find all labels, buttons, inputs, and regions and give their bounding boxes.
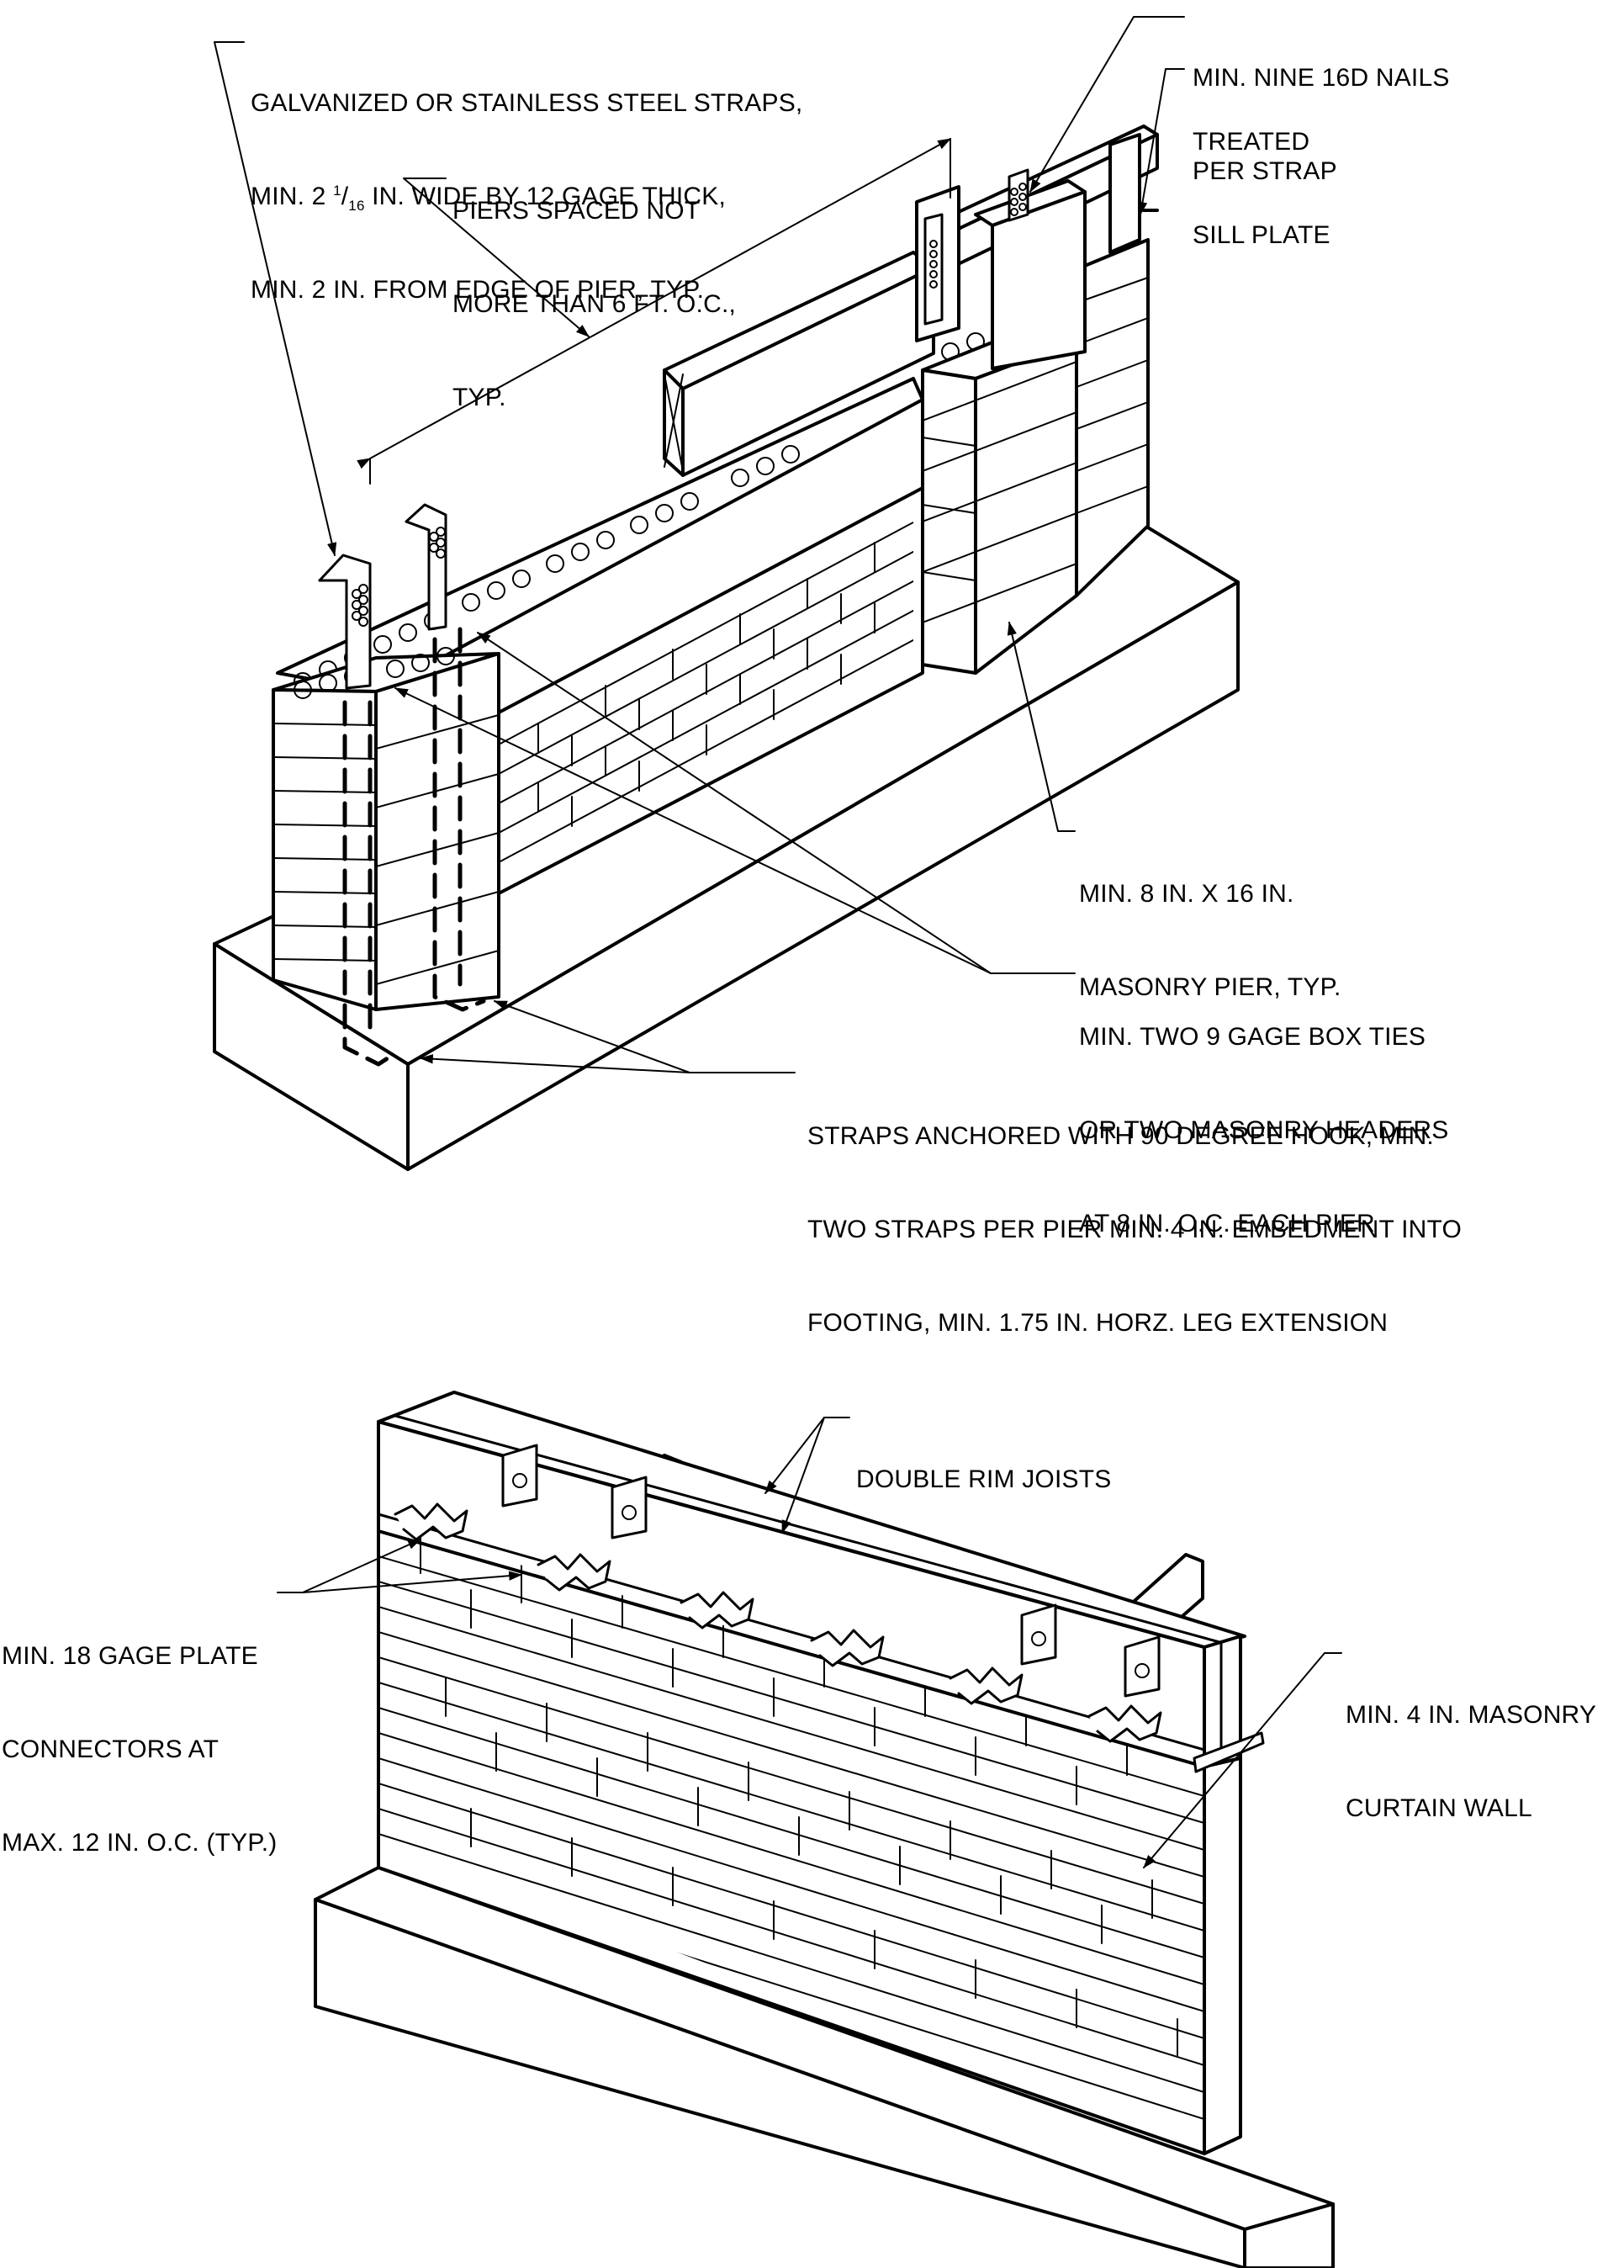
plate-connectors xyxy=(394,1502,1162,1743)
label-curtain-wall: MIN. 4 IN. MASONRY CURTAIN WALL xyxy=(1346,1637,1596,1855)
label-piers-spaced-line2: MORE THAN 6 FT. O.C., xyxy=(452,290,737,318)
label-box-ties-line3: AT 8 IN. O.C. EACH PIER xyxy=(1079,1210,1375,1237)
label-steel-straps-line3: MIN. 2 IN. FROM EDGE OF PIER, TYP. xyxy=(251,276,705,304)
steel-strap-right xyxy=(405,503,447,631)
label-sill-plate-line2: SILL PLATE xyxy=(1193,221,1330,249)
label-pier-size-line1: MIN. 8 IN. X 16 IN. xyxy=(1079,880,1294,908)
masonry-pier-left xyxy=(272,647,500,1011)
steel-strap-left xyxy=(318,554,372,690)
label-curtain-wall-line2: CURTAIN WALL xyxy=(1346,1794,1532,1822)
label-strap-hook-line3: FOOTING, MIN. 1.75 IN. HORZ. LEG EXTENSI… xyxy=(807,1309,1389,1337)
label-plate-connectors: MIN. 18 GAGE PLATE CONNECTORS AT MAX. 12… xyxy=(2,1578,277,1889)
bottom-leaders xyxy=(277,1417,1342,1868)
label-piers-spaced: PIERS SPACED NOT MORE THAN 6 FT. O.C., T… xyxy=(452,133,736,444)
embedded-strap-hidden-lines xyxy=(342,627,486,1067)
label-strap-hook-line2: TWO STRAPS PER PIER MIN. 4 IN. EMBEDMENT… xyxy=(807,1216,1462,1243)
masonry-curtain-wall xyxy=(377,1420,1242,2155)
rim-joist-brackets xyxy=(501,1444,1161,1698)
label-steel-straps-line2: MIN. 2 1/16 IN. WIDE BY 12 GAGE THICK, xyxy=(251,181,802,214)
label-sill-plate-line1: TREATED xyxy=(1193,128,1310,156)
strap-width-denominator: 16 xyxy=(348,198,365,214)
label-pier-size-line2: MASONRY PIER, TYP. xyxy=(1079,973,1341,1001)
label-plate-connectors-line1: MIN. 18 GAGE PLATE xyxy=(2,1642,258,1670)
label-curtain-wall-line1: MIN. 4 IN. MASONRY xyxy=(1346,1701,1597,1729)
strap-width-slash: / xyxy=(341,183,349,210)
label-strap-hook: STRAPS ANCHORED WITH 90 DEGREE HOOK, MIN… xyxy=(807,1058,1462,1370)
label-plate-connectors-line3: MAX. 12 IN. O.C. (TYP.) xyxy=(2,1829,278,1857)
label-nails: MIN. NINE 16D NAILS PER STRAP xyxy=(1193,0,1450,218)
curtain-wall-footing xyxy=(314,1866,1335,2268)
label-strap-hook-line1: STRAPS ANCHORED WITH 90 DEGREE HOOK, MIN… xyxy=(807,1122,1434,1150)
label-box-ties-line2: OR TWO MASONRY HEADERS xyxy=(1079,1116,1449,1144)
strap-width-numerator: 1 xyxy=(333,183,341,199)
double-rim-joists xyxy=(377,1391,1265,1773)
label-nails-line2: PER STRAP xyxy=(1193,157,1337,185)
top-leaders xyxy=(214,16,1185,1073)
label-sill-plate: TREATED SILL PLATE xyxy=(1193,64,1330,282)
label-double-rim-joists-line1: DOUBLE RIM JOISTS xyxy=(856,1465,1112,1493)
strap-width-suffix: IN. WIDE BY 12 GAGE THICK, xyxy=(364,183,727,210)
label-nails-line1: MIN. NINE 16D NAILS xyxy=(1193,64,1450,92)
label-pier-size: MIN. 8 IN. X 16 IN. MASONRY PIER, TYP. xyxy=(1079,816,1341,1034)
label-piers-spaced-line1: PIERS SPACED NOT xyxy=(452,197,701,225)
label-piers-spaced-line3: TYP. xyxy=(452,384,506,411)
label-steel-straps-line1: GALVANIZED OR STAINLESS STEEL STRAPS, xyxy=(251,89,803,117)
label-box-ties-line1: MIN. TWO 9 GAGE BOX TIES xyxy=(1079,1023,1426,1051)
label-plate-connectors-line2: CONNECTORS AT xyxy=(2,1735,220,1763)
bottom-detail xyxy=(277,1391,1342,2268)
top-detail xyxy=(213,16,1240,1171)
label-steel-straps: GALVANIZED OR STAINLESS STEEL STRAPS, MI… xyxy=(251,25,802,336)
pier-spacing-dimension xyxy=(357,138,952,485)
strap-width-prefix: MIN. 2 xyxy=(251,183,334,210)
label-double-rim-joists: DOUBLE RIM JOISTS xyxy=(856,1402,1111,1526)
label-box-ties: MIN. TWO 9 GAGE BOX TIES OR TWO MASONRY … xyxy=(1079,959,1448,1270)
